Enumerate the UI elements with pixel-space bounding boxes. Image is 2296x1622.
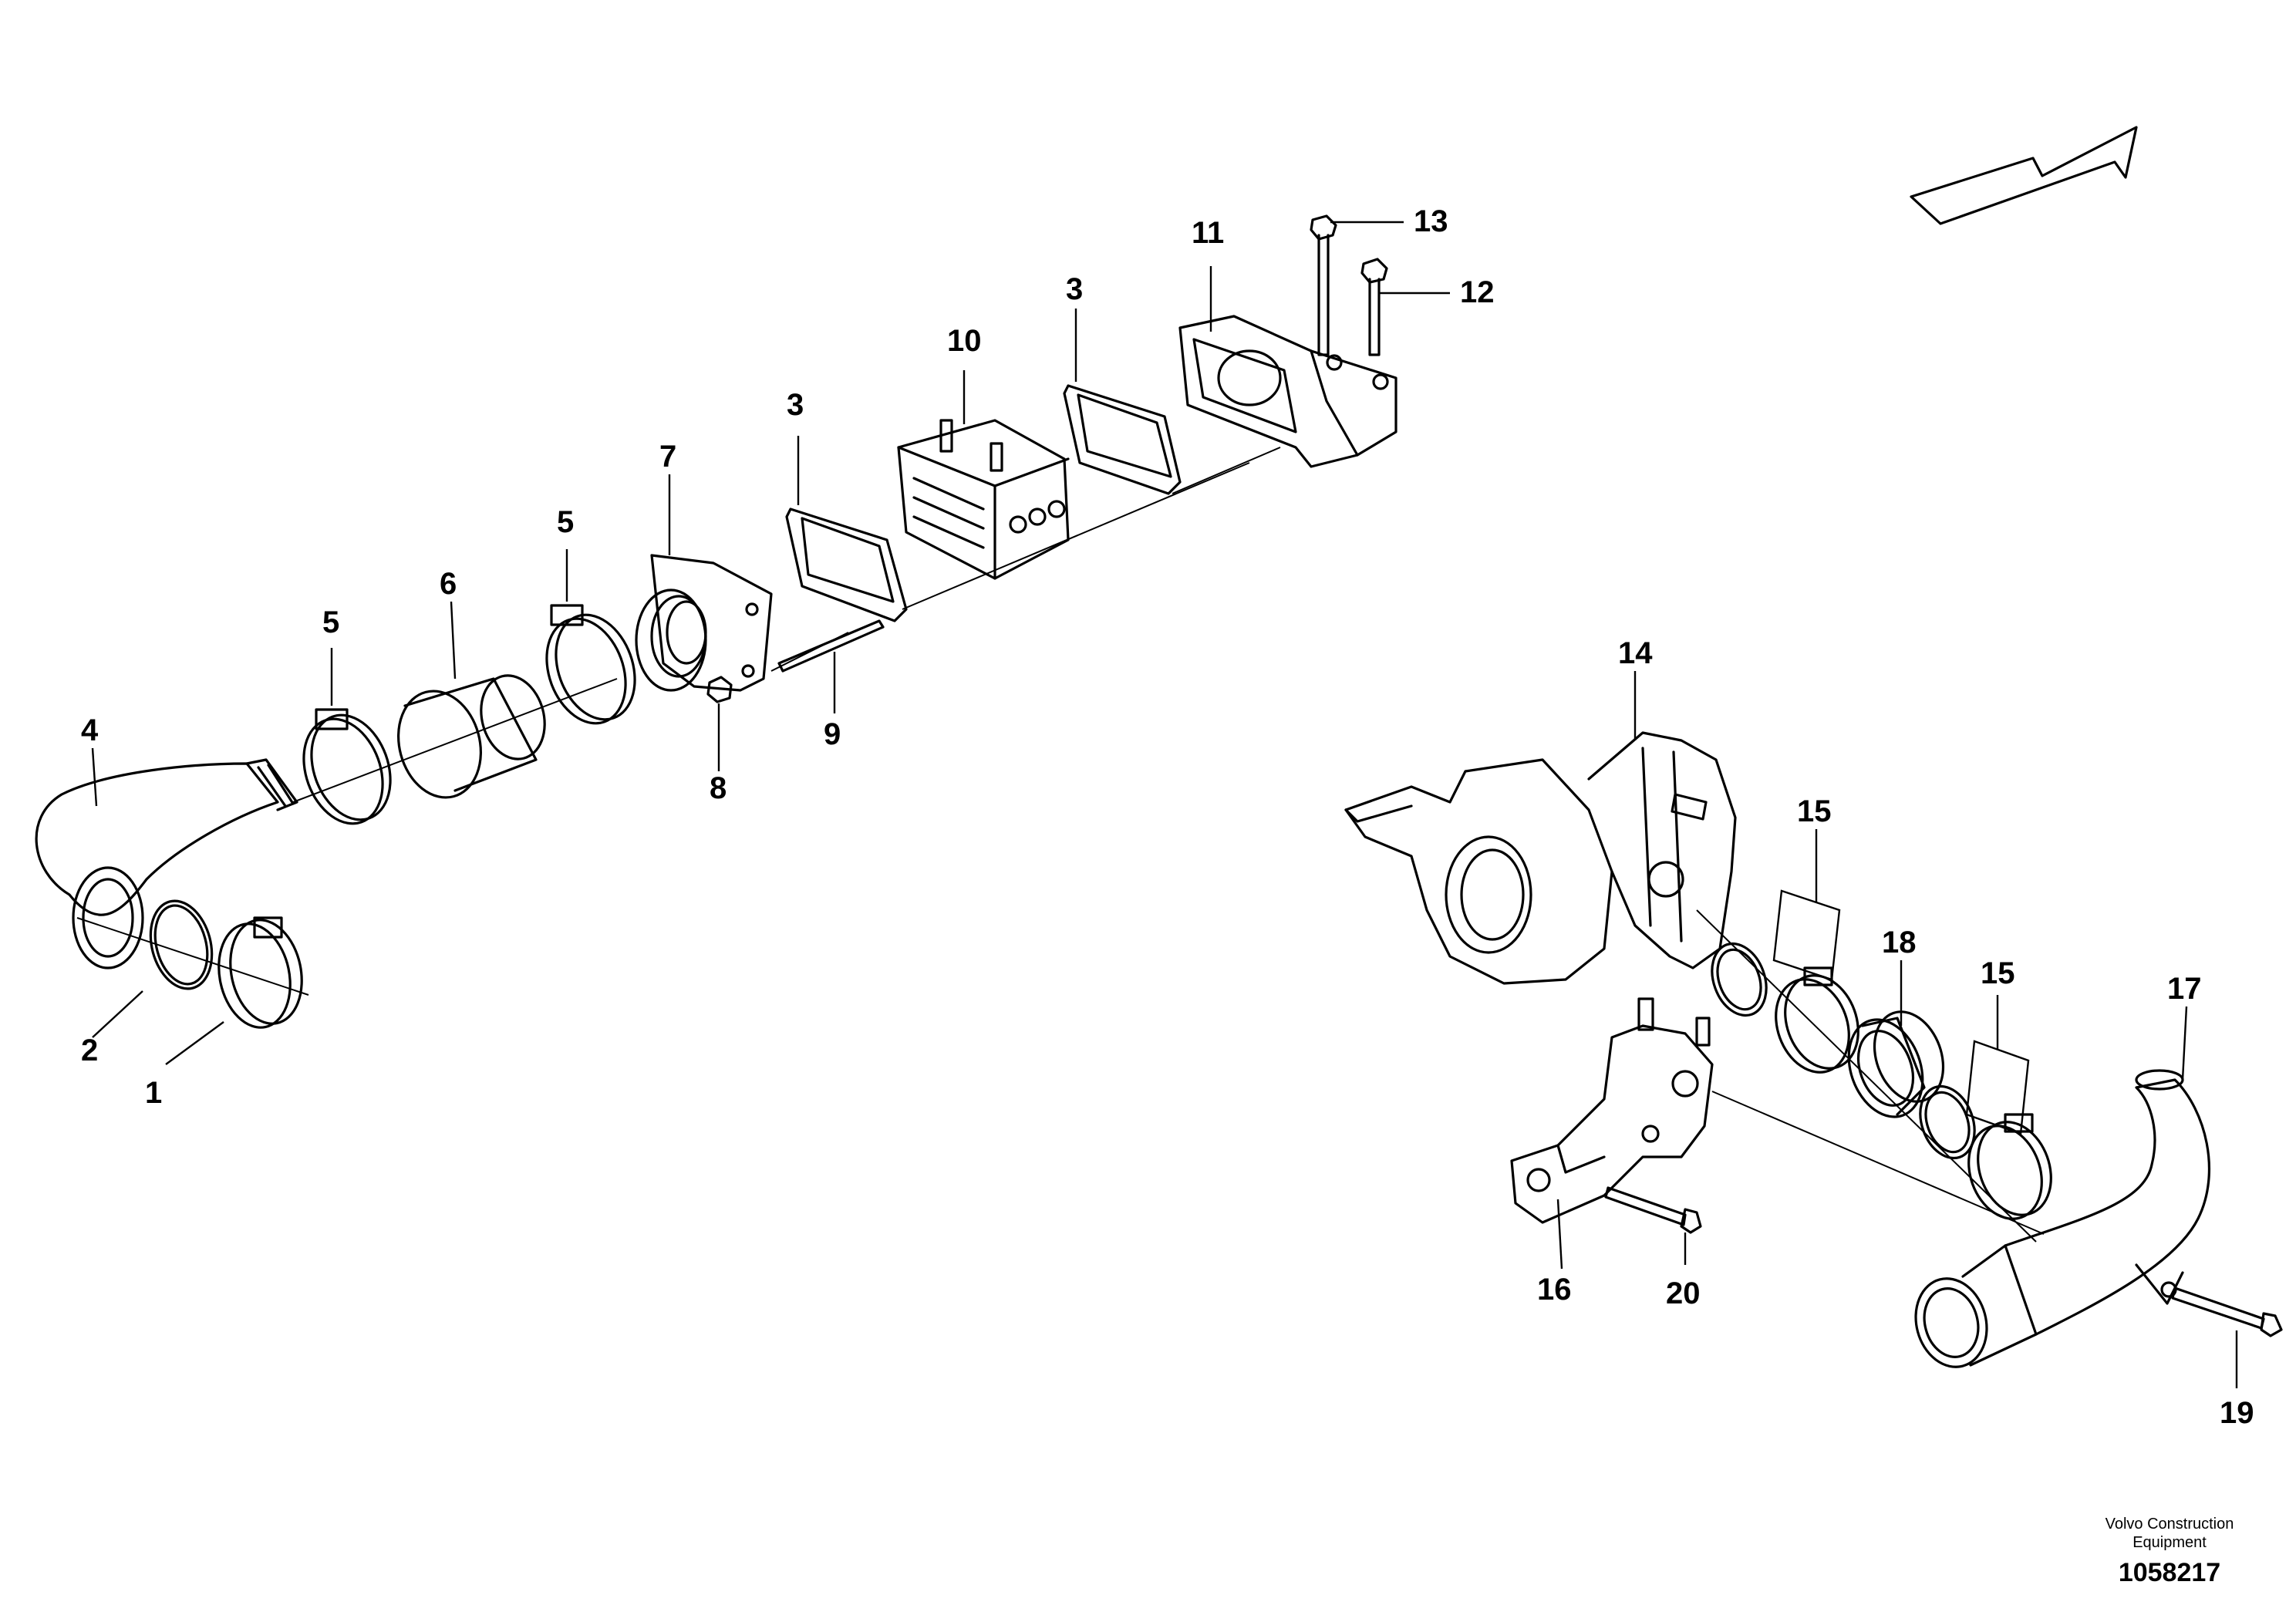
callout-6: 6 bbox=[440, 567, 457, 601]
part-bracket-bolt bbox=[1604, 1186, 1702, 1234]
callout-2: 2 bbox=[81, 1034, 98, 1067]
part-short-bolt bbox=[1360, 258, 1388, 356]
callout-9: 9 bbox=[824, 717, 841, 751]
assembly-axis-lines bbox=[76, 447, 2045, 1243]
part-manifold-elbow bbox=[1178, 315, 1397, 468]
part-hose-clamp-right bbox=[545, 604, 636, 725]
turbo-brand-mark-icon bbox=[1671, 793, 1708, 821]
callout-3-right: 3 bbox=[1066, 272, 1083, 306]
callout-11: 11 bbox=[1192, 216, 1224, 250]
callout-5-right: 5 bbox=[557, 505, 574, 539]
callout-5-left: 5 bbox=[322, 605, 339, 639]
part-stud-bolt bbox=[777, 619, 885, 673]
part-v-band-clamp bbox=[217, 916, 303, 1029]
part-o-ring bbox=[149, 899, 214, 990]
callout-19: 19 bbox=[2220, 1396, 2254, 1430]
callout-10: 10 bbox=[947, 324, 982, 358]
part-elbow-pipe bbox=[35, 758, 298, 969]
part-outlet-pipe bbox=[1914, 1069, 2211, 1368]
callout-4: 4 bbox=[81, 713, 99, 747]
drawing-footer: Volvo Construction Equipment 1058217 bbox=[2106, 1516, 2234, 1587]
part-rubber-sleeve bbox=[397, 674, 546, 799]
part-long-bolt bbox=[1310, 214, 1337, 356]
part-hose-clamp-left bbox=[302, 708, 392, 825]
callout-15-upper: 15 bbox=[1797, 794, 1832, 828]
direction-arrow-icon bbox=[1910, 126, 2138, 225]
company-name-line1: Volvo Construction bbox=[2106, 1516, 2234, 1533]
callout-1: 1 bbox=[145, 1076, 162, 1110]
part-gasket-left bbox=[785, 508, 908, 622]
callout-15-lower: 15 bbox=[1981, 956, 2015, 990]
callout-16: 16 bbox=[1537, 1273, 1572, 1307]
part-clamp-kit-lower bbox=[1919, 1040, 2052, 1220]
part-nut bbox=[706, 676, 733, 703]
company-name-line2: Equipment bbox=[2132, 1534, 2207, 1551]
callout-8: 8 bbox=[710, 771, 727, 805]
part-connector-pipe bbox=[1847, 1010, 1945, 1118]
part-gasket-right bbox=[1063, 384, 1182, 495]
callout-13: 13 bbox=[1414, 204, 1448, 238]
callout-14: 14 bbox=[1618, 636, 1653, 670]
part-bracket bbox=[1510, 997, 1714, 1224]
drawing-number: 1058217 bbox=[2119, 1558, 2220, 1587]
callout-labels: 1 2 3 3 4 5 5 6 7 8 9 10 11 12 13 14 15 … bbox=[81, 204, 2254, 1430]
callout-12: 12 bbox=[1460, 275, 1495, 309]
part-turbocharger bbox=[1344, 731, 1737, 985]
part-throttle-housing bbox=[635, 554, 773, 692]
part-pipe-bolt bbox=[2171, 1286, 2283, 1337]
part-heater-flange bbox=[897, 419, 1070, 580]
callout-18: 18 bbox=[1882, 926, 1917, 959]
leader-lines bbox=[91, 221, 2238, 1388]
callout-3-left: 3 bbox=[787, 388, 804, 422]
callout-17: 17 bbox=[2167, 972, 2202, 1006]
part-clamp-kit-upper bbox=[1711, 889, 1859, 1074]
callout-20: 20 bbox=[1666, 1276, 1701, 1310]
callout-7: 7 bbox=[659, 440, 676, 474]
